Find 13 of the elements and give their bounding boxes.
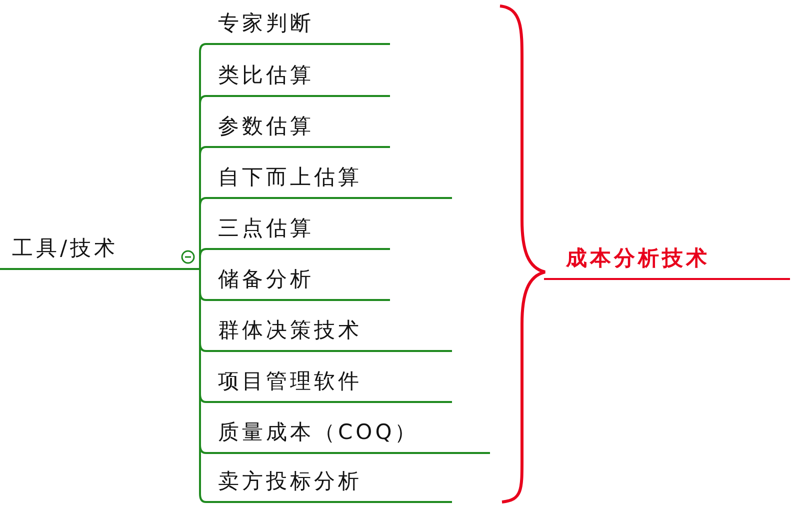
topic-label: 参数估算 [218, 113, 314, 140]
topic-label: 类比估算 [218, 62, 314, 89]
topic-label: 工具/技术 [12, 235, 118, 262]
summary-label: 成本分析技术 [566, 245, 710, 272]
topic-label: 群体决策技术 [218, 317, 362, 344]
topic-label: 项目管理软件 [218, 368, 362, 395]
topic-label: 质量成本（COQ） [218, 419, 419, 446]
topic-label: 三点估算 [218, 215, 314, 242]
topic-label: 专家判断 [218, 10, 314, 37]
branch-connector [182, 268, 207, 503]
topic-label: 储备分析 [218, 266, 314, 293]
topic-label: 自下而上估算 [218, 164, 362, 191]
topic-label: 卖方投标分析 [218, 468, 362, 495]
